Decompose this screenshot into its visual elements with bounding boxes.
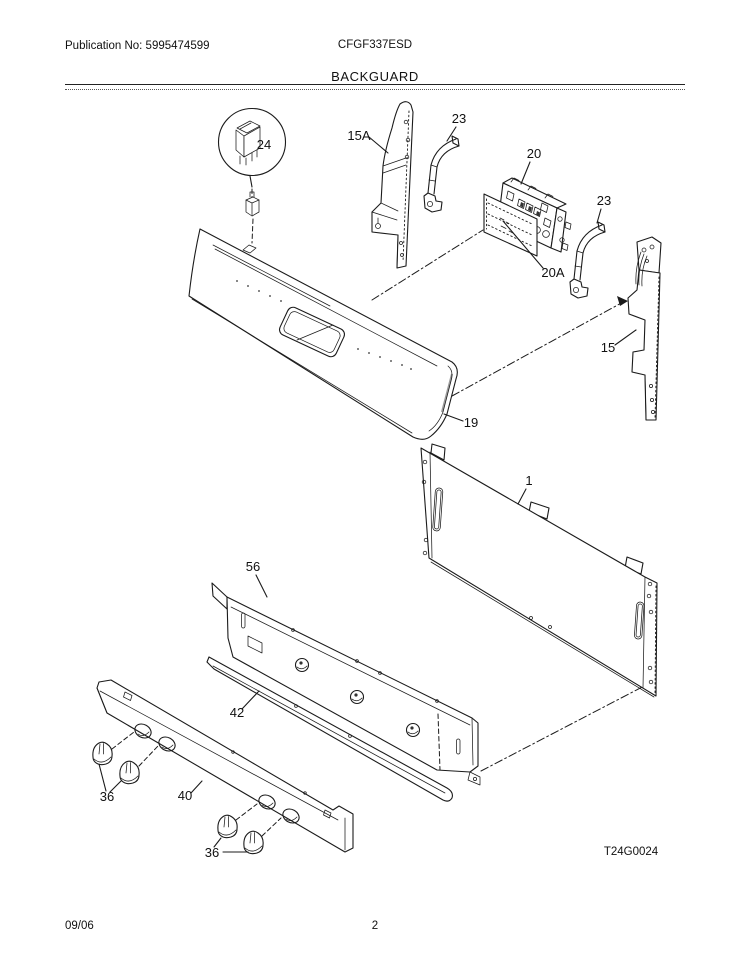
drawing-code: T24G0024 — [603, 846, 659, 858]
part-56-bracket — [211, 582, 481, 786]
callout-24: 24 — [257, 137, 271, 152]
knob-holes — [134, 723, 300, 824]
callout-36a: 36 — [100, 789, 114, 804]
callout-labels: 24 15A 23 20 20A 23 15 19 1 56 42 40 36 … — [100, 111, 615, 860]
callout-20: 20 — [527, 146, 541, 161]
model-number: CFGF337ESD — [337, 39, 413, 51]
bracket-holes — [294, 657, 421, 738]
callout-23b: 23 — [597, 193, 611, 208]
part-1-rear-panel — [420, 443, 658, 698]
assembly-alignment-lines — [371, 229, 649, 772]
callout-20A: 20A — [541, 265, 564, 280]
part-20-control-assembly — [497, 177, 572, 253]
footer-page-number: 2 — [371, 920, 379, 932]
callout-15A: 15A — [347, 128, 370, 143]
part-15A-side-bracket — [371, 101, 414, 269]
callout-36b: 36 — [205, 845, 219, 860]
part-40-manifold-panel — [96, 679, 354, 853]
callout-1: 1 — [525, 473, 532, 488]
callout-56: 56 — [246, 559, 260, 574]
header-rule-dotted — [65, 89, 685, 90]
callout-19: 19 — [464, 415, 478, 430]
part-36-knobs — [92, 731, 282, 855]
callout-leaders — [98, 126, 637, 853]
part-42-trim-strip — [206, 656, 453, 802]
part-15-side-bracket — [617, 236, 662, 421]
callout-40: 40 — [178, 788, 192, 803]
section-title: BACKGUARD — [331, 69, 419, 84]
part-24-switch-detail — [217, 107, 287, 244]
publication-number: Publication No: 5995474599 — [65, 40, 210, 52]
part-23-support-bracket-right — [569, 221, 606, 299]
callout-15: 15 — [601, 340, 615, 355]
part-19-backguard-panel — [188, 228, 458, 440]
footer-date: 09/06 — [65, 920, 94, 932]
callout-42: 42 — [230, 705, 244, 720]
part-20A-overlay — [483, 193, 538, 257]
part-23-support-bracket-left — [423, 135, 460, 213]
callout-23a: 23 — [452, 111, 466, 126]
panel-texture-dots — [236, 280, 412, 370]
header-rule — [65, 84, 685, 85]
knob-alignment-lines — [111, 731, 282, 837]
